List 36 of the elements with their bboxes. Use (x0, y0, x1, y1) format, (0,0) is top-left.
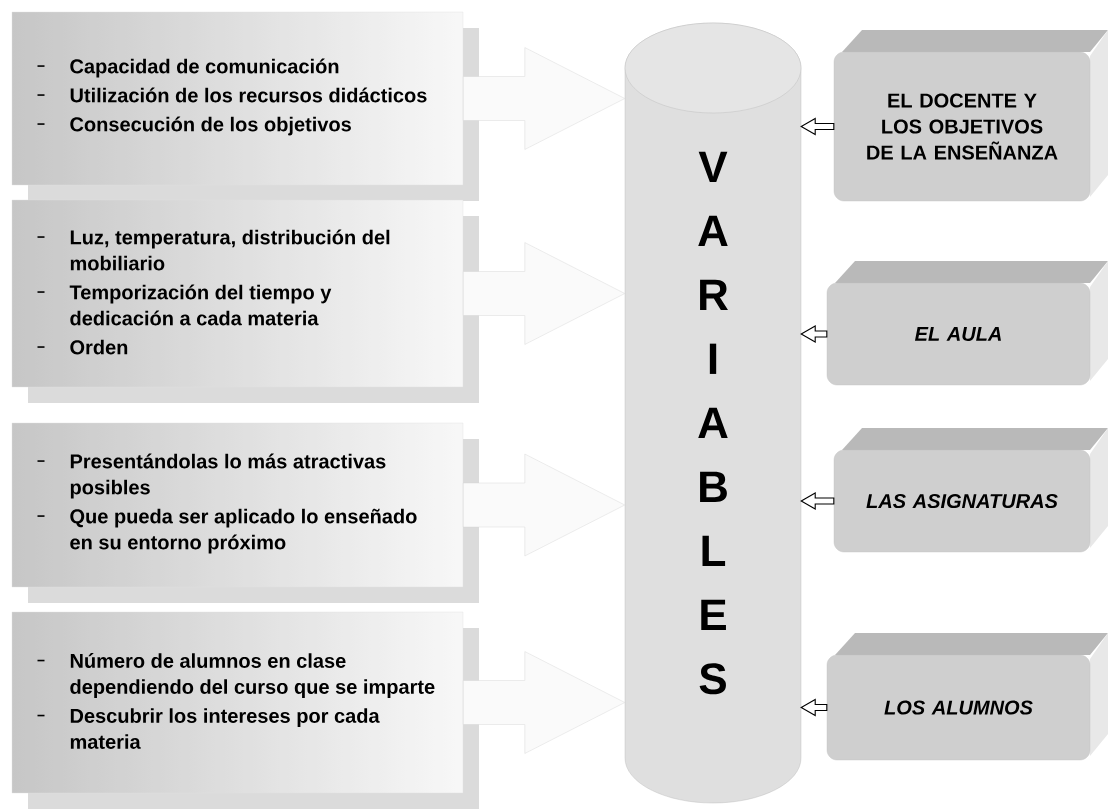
letter: S (699, 663, 726, 695)
list-box (11, 422, 479, 603)
letter: R (700, 279, 728, 310)
bullet-text: Orden (70, 339, 128, 355)
beveled-box: EL AULA (826, 261, 1108, 386)
hollow-arrow (800, 325, 828, 343)
block-arrow (463, 242, 625, 345)
hollow-arrow (800, 698, 828, 717)
bullet-text: Utilización de los recursos didácticos (70, 87, 427, 103)
cylinder (624, 22, 802, 804)
beveled-box: EL DOCENTE Y LOS OBJETIVOS DE LA ENSEÑANZA (833, 30, 1108, 202)
bullet-text: Descubrir los intereses por cada materia (70, 708, 380, 749)
bullet-text: Que pueda ser aplicado lo enseñado en su entorno próximo (70, 508, 417, 554)
letter: B (700, 471, 727, 502)
letter: A (698, 215, 728, 246)
letter: I (709, 343, 717, 374)
bullet-text: Número de alumnos en clase dependiendo del curso que se imparte (70, 653, 435, 698)
letter: L (702, 535, 726, 566)
list-box (11, 199, 479, 403)
list-box (11, 611, 479, 809)
bullet-text: Presentándolas lo más atractivas posibles (70, 453, 386, 499)
letter: V (698, 151, 728, 182)
block-arrow (463, 47, 625, 150)
list-box (11, 11, 479, 201)
block-arrow (463, 453, 625, 557)
beveled-box: LAS ASIGNATURAS (833, 428, 1108, 553)
bullet-text: Consecución de los objetivos (70, 116, 351, 136)
hollow-arrow (800, 492, 835, 510)
bullet-text: Capacidad de comunicación (70, 58, 339, 78)
bullet-text: Luz, temperatura, distribución del mobiliario (70, 229, 390, 271)
hollow-arrow (800, 117, 835, 136)
beveled-box: LOS ALUMNOS (826, 633, 1108, 761)
block-arrow (463, 651, 625, 754)
letter: A (698, 407, 728, 438)
letter: E (701, 599, 726, 630)
bullet-text: Temporización del tiempo y dedicación a cada materia (69, 284, 332, 326)
